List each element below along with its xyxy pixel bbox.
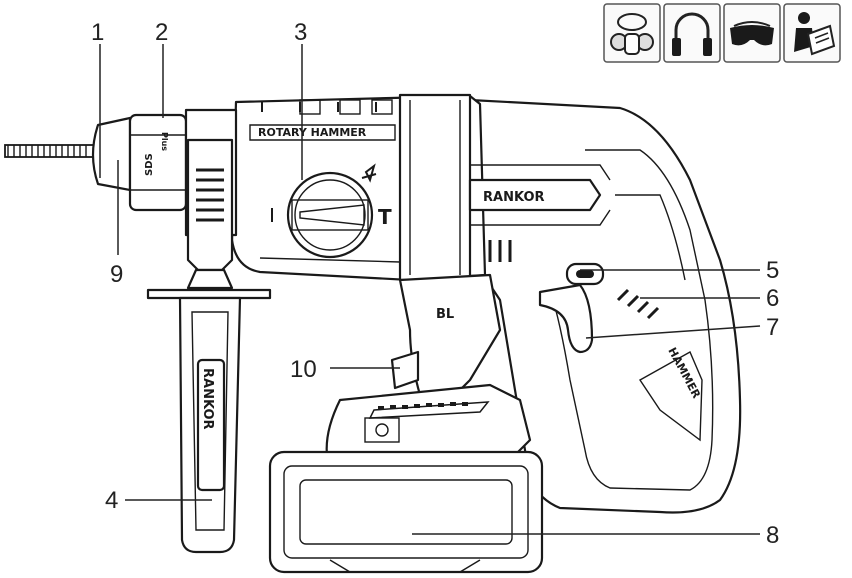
selector-label: T bbox=[378, 205, 392, 229]
safety-goggles-icon bbox=[723, 3, 781, 63]
auxiliary-handle: RANKOR bbox=[146, 138, 272, 554]
respirator-mask-icon bbox=[603, 3, 661, 63]
chuck-label: SDS bbox=[144, 153, 155, 176]
battery-pack bbox=[268, 383, 544, 574]
brand-label-body: RANKOR bbox=[483, 190, 545, 205]
callout-2: 2 bbox=[155, 19, 168, 46]
leader-lines bbox=[99, 44, 761, 535]
vent-slots bbox=[616, 288, 660, 320]
grip-neck: BL bbox=[390, 273, 502, 402]
ear-protection-icon bbox=[663, 3, 721, 63]
trigger bbox=[538, 283, 594, 354]
brand-label-handle: RANKOR bbox=[200, 368, 215, 430]
callout-5: 5 bbox=[766, 257, 779, 284]
callout-6: 6 bbox=[766, 285, 779, 312]
mode-selector-dial: T bbox=[271, 163, 392, 259]
callout-9: 9 bbox=[110, 261, 123, 288]
safety-icons bbox=[603, 3, 841, 63]
callout-8: 8 bbox=[766, 522, 779, 549]
callout-10: 10 bbox=[290, 356, 317, 383]
read-manual-icon bbox=[783, 3, 841, 63]
direction-switch bbox=[565, 262, 605, 286]
body-label: ROTARY HAMMER bbox=[258, 126, 367, 139]
callout-3: 3 bbox=[294, 19, 307, 46]
chuck-sublabel: Plus bbox=[160, 132, 169, 151]
battery-release-button bbox=[390, 350, 420, 390]
callout-4: 4 bbox=[105, 487, 118, 514]
callout-1: 1 bbox=[91, 19, 104, 46]
callouts: 1 2 3 4 5 6 7 8 9 10 bbox=[91, 19, 779, 549]
motor-label: BL bbox=[436, 307, 454, 322]
callout-7: 7 bbox=[766, 314, 779, 341]
